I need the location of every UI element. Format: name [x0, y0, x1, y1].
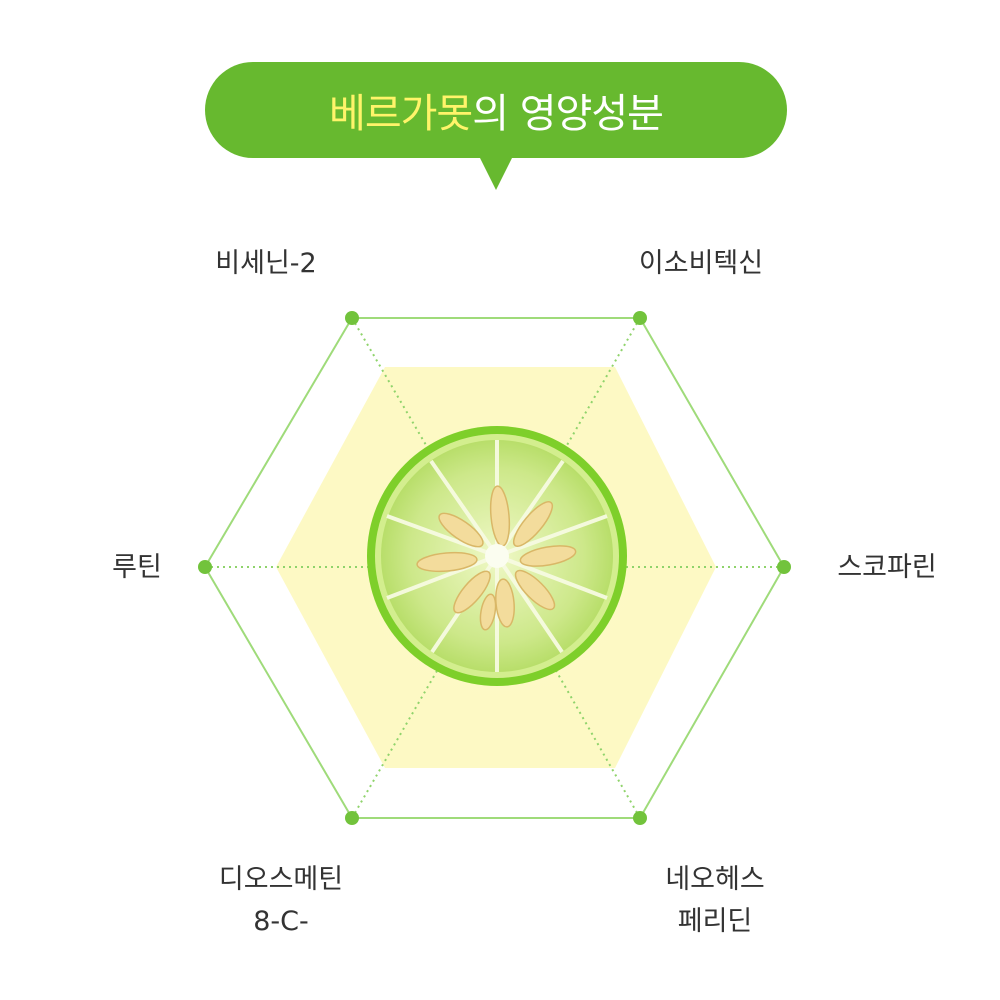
- title-highlight: 베르가못: [329, 91, 473, 137]
- nutrient-label-diosmetin: 디오스메틴 8-C-: [196, 859, 366, 943]
- vertex-dot-neohesperidin: [633, 811, 647, 825]
- nutrient-label-line: 페리딘: [677, 906, 753, 937]
- nutrient-label-isovitexin: 이소비텍신: [616, 243, 786, 285]
- vertex-dot-bisenin: [345, 311, 359, 325]
- nutrient-label-line: 디오스메틴: [218, 864, 344, 895]
- nutrient-label-bisenin: 비세닌-2: [196, 243, 336, 285]
- nutrient-label-neohesperidin: 네오헤스 페리딘: [640, 859, 790, 943]
- title-bubble-pointer: [478, 154, 514, 190]
- nutrient-label-line: 이소비텍신: [638, 248, 764, 279]
- page-title: 베르가못의 영양성분: [329, 81, 664, 139]
- vertex-dot-diosmetin: [345, 811, 359, 825]
- vertex-dot-scoparin: [777, 560, 791, 574]
- bergamot-slice-icon: [367, 426, 627, 686]
- vertex-dot-rutin: [198, 560, 212, 574]
- nutrient-label-line: 스코파린: [837, 552, 937, 583]
- vertex-dot-isovitexin: [633, 311, 647, 325]
- nutrient-label-rutin: 루틴: [92, 547, 182, 589]
- nutrient-label-line: 루틴: [112, 552, 162, 583]
- title-bubble: 베르가못의 영양성분: [205, 62, 787, 158]
- nutrient-label-scoparin: 스코파린: [812, 547, 962, 589]
- nutrient-label-line: 네오헤스: [665, 864, 765, 895]
- nutrient-label-line: 8-C-: [253, 906, 309, 937]
- nutrient-label-line: 비세닌-2: [215, 248, 317, 279]
- title-rest: 의 영양성분: [472, 91, 664, 137]
